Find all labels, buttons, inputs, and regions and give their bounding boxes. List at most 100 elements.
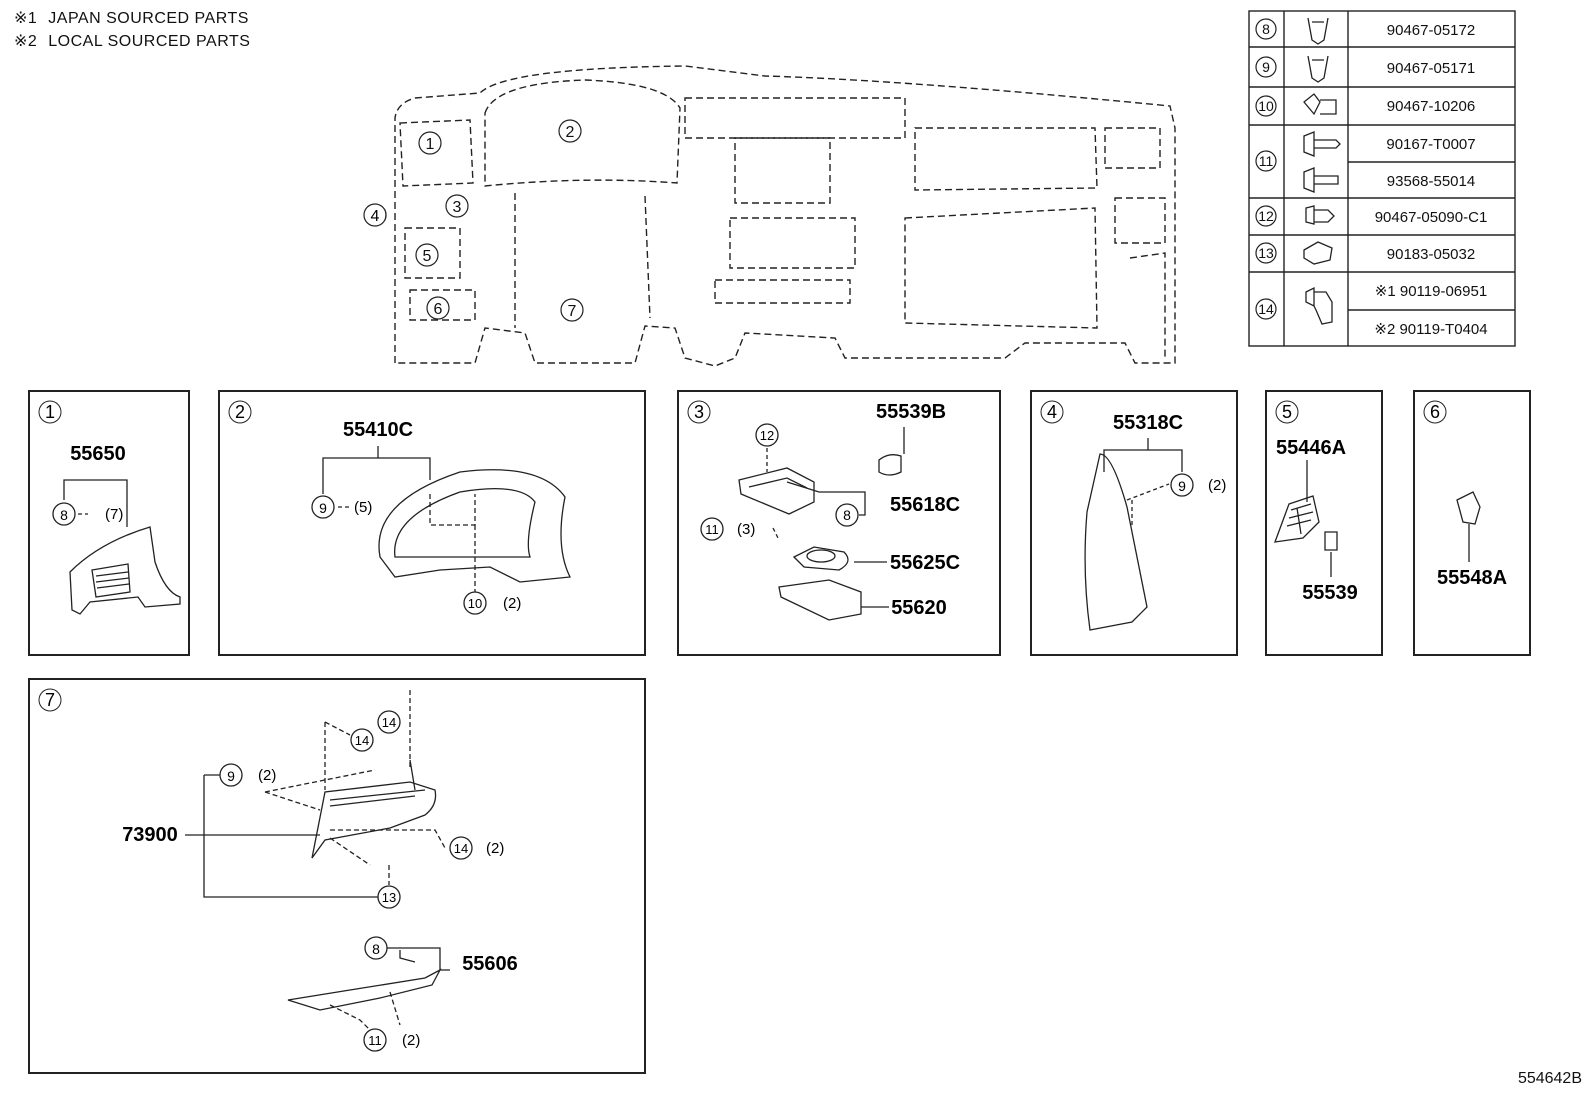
fastener-ref: 13 [1258,245,1274,261]
overview-callout-7 [560,298,584,322]
callout-qty: (2) [503,595,521,612]
overview-callout-4-holder: 4 [363,203,387,227]
panel-3-cup-holder: 3 55539B 55618C 55625C 55620 [677,390,1001,656]
fastener-part-number: ※1 90119-06951 [1375,283,1487,300]
knob-shape [878,454,902,476]
overview-callout-label: 5 [423,248,432,265]
diagram-id: 554642B [1517,1070,1582,1087]
part-number-label: 73900 [122,824,178,846]
note-japan-sourced: ※1 JAPAN SOURCED PARTS [14,8,249,28]
fastener-part-number: 90183-05032 [1387,246,1475,263]
clip-icon [1307,55,1329,83]
panel-6-plug: 6 55548A [1413,390,1531,656]
fastener-ref: 8 [1262,21,1270,37]
callout-ref: 10 [468,596,482,611]
note-local-sourced: ※2 LOCAL SOURCED PARTS [14,31,250,51]
tray-shape [778,579,862,621]
screw-icon [1303,167,1339,193]
fastener-ref: 9 [1262,59,1270,75]
part-number-label: 55625C [890,552,960,574]
overview-callout-label: 1 [426,136,435,153]
panel-number: 3 [694,402,704,422]
fastener-ref: 14 [1258,301,1274,317]
panel-number: 5 [1282,402,1292,422]
fastener-ref: 10 [1258,98,1274,114]
part-number-label: 55650 [70,443,126,465]
overview-callout-label: 6 [434,301,443,318]
switch-panel-shape [1274,495,1320,543]
panel-number: 4 [1047,402,1057,422]
callout-ref: 8 [843,507,851,523]
dashboard-overview: 1 2 3 5 6 7 [385,65,1176,367]
panel-number: 7 [45,690,55,710]
overview-callout-6 [426,296,450,320]
side-vent-shape [69,526,181,615]
fastener-ref: 12 [1258,208,1274,224]
callout-ref: 9 [1178,478,1186,494]
note-mark: ※2 [14,33,38,50]
callout-qty: (2) [258,767,276,784]
callout-qty: (5) [354,499,372,516]
callout-ref: 8 [60,507,68,523]
bolt-icon [1305,286,1333,325]
panel-1-side-vent: 1 55650 8 (7) [28,390,190,656]
callout-qty: (3) [737,521,755,538]
note-mark: ※1 [14,10,38,27]
nut-icon [1303,241,1333,265]
screw-icon [1303,131,1341,157]
plug-cover-shape [1456,491,1481,525]
fastener-part-number: 93568-55014 [1387,173,1475,190]
part-number-label: 55318C [1113,412,1183,434]
part-number-label: 55618C [890,494,960,516]
fastener-part-number: 90467-10206 [1387,98,1475,115]
note-text: JAPAN SOURCED PARTS [48,10,249,27]
pin-clip-icon [1305,205,1335,225]
part-number-label: 55446A [1276,437,1346,459]
callout-ref: 12 [760,428,774,443]
overview-callout-label: 3 [453,199,462,216]
part-number-label: 55606 [462,953,518,975]
overview-callout-1 [418,131,442,155]
part-number-label: 55548A [1437,567,1507,589]
panel-4-side-cover: 4 55318C 9 (2) [1030,390,1238,656]
fastener-table: 8 9 10 11 12 13 14 90467-05172 90467-051… [1248,10,1516,347]
fastener-part-number: 90467-05090-C1 [1375,209,1488,226]
overview-callout-label: 4 [371,208,380,225]
callout-ref: 14 [382,715,396,730]
fastener-part-number: ※2 90119-T0404 [1374,321,1487,338]
callout-ref: 11 [705,522,719,537]
part-number-label: 55539 [1302,582,1358,604]
callout-ref: 11 [368,1033,382,1048]
callout-ref: 8 [372,941,380,957]
fastener-part-number: 90467-05172 [1387,22,1475,39]
part-number-label: 55620 [891,597,947,619]
lower-panel-shape [311,781,437,859]
fastener-part-number: 90467-05171 [1387,60,1475,77]
callout-ref: 14 [454,841,468,856]
fastener-ref: 11 [1259,153,1274,169]
note-text: LOCAL SOURCED PARTS [48,33,251,50]
part-number-label: 55410C [343,419,413,441]
push-clip-icon [1303,93,1337,116]
panel-number: 2 [235,402,245,422]
overview-callout-label: 2 [566,124,575,141]
cluster-finish-shape [378,469,572,583]
panel-2-cluster-finish: 2 55410C 9 (5) 10 (2) [218,390,646,656]
callout-qty: (2) [402,1032,420,1049]
callout-ref: 14 [355,733,369,748]
switch-base-shape [738,467,815,515]
overview-callout-3 [445,194,469,218]
callout-ref: 9 [227,768,235,784]
overview-callout-5 [415,243,439,267]
overview-callout-2 [558,119,582,143]
part-number-label: 55539B [876,401,946,423]
callout-qty: (7) [105,506,123,523]
lower-trim-shape [287,968,442,1011]
panel-5-switch-base: 5 55446A 55539 [1265,390,1383,656]
fastener-part-number: 90167-T0007 [1386,136,1475,153]
callout-qty: (2) [486,840,504,857]
callout-ref: 9 [319,500,327,516]
side-cover-shape [1084,453,1148,631]
callout-ref: 13 [382,890,396,905]
